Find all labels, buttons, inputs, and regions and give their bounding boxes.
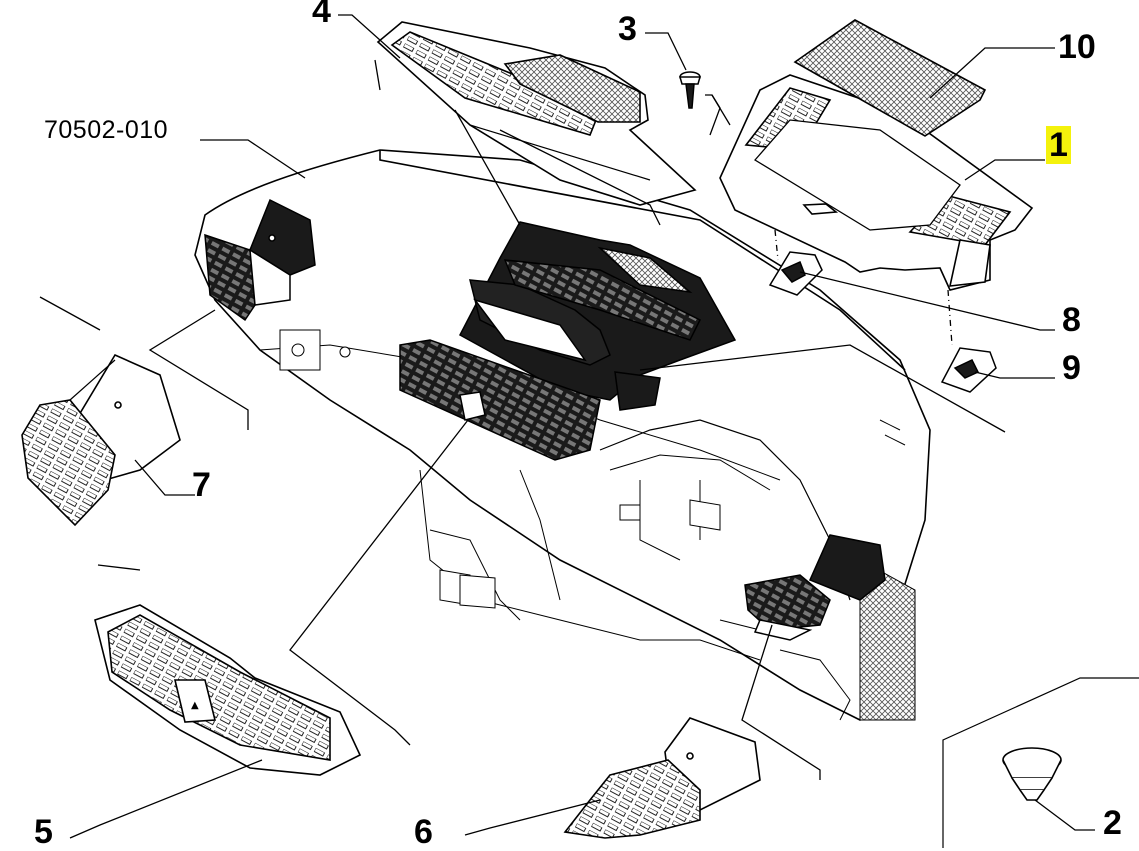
part-2-grommet bbox=[942, 677, 1139, 848]
part-1-trim-panel bbox=[719, 74, 1034, 291]
callout-10: 10 bbox=[1058, 28, 1096, 66]
part-7-left-vent bbox=[21, 353, 181, 527]
part-5-center-vent: ▲ bbox=[94, 604, 362, 776]
part-10-mesh-pad bbox=[793, 19, 987, 137]
svg-text:▲: ▲ bbox=[191, 700, 199, 711]
callout-1: 1 bbox=[1046, 126, 1071, 164]
callout-1-highlight: 1 bbox=[1046, 126, 1071, 164]
callout-3: 3 bbox=[618, 10, 637, 48]
callout-2: 2 bbox=[1103, 804, 1122, 842]
dashboard-right-vent bbox=[744, 534, 886, 641]
reference-code: 70502-010 bbox=[44, 116, 169, 144]
part-3-screw bbox=[679, 71, 701, 109]
callout-7: 7 bbox=[192, 466, 211, 504]
callout-6: 6 bbox=[414, 813, 433, 851]
dashboard-left-vent bbox=[204, 198, 316, 322]
dashboard-center-upper bbox=[458, 221, 737, 411]
callout-4: 4 bbox=[312, 0, 331, 30]
callout-9: 9 bbox=[1062, 349, 1081, 387]
part-9-clip bbox=[940, 347, 997, 393]
dashboard-center-vent bbox=[399, 339, 601, 461]
part-4-upper-grille bbox=[376, 21, 697, 206]
part-8-clip bbox=[768, 251, 823, 296]
part-6-right-vent bbox=[563, 717, 761, 839]
leader-lines bbox=[39, 14, 1095, 839]
callout-5: 5 bbox=[34, 813, 53, 851]
callout-8: 8 bbox=[1062, 301, 1081, 339]
